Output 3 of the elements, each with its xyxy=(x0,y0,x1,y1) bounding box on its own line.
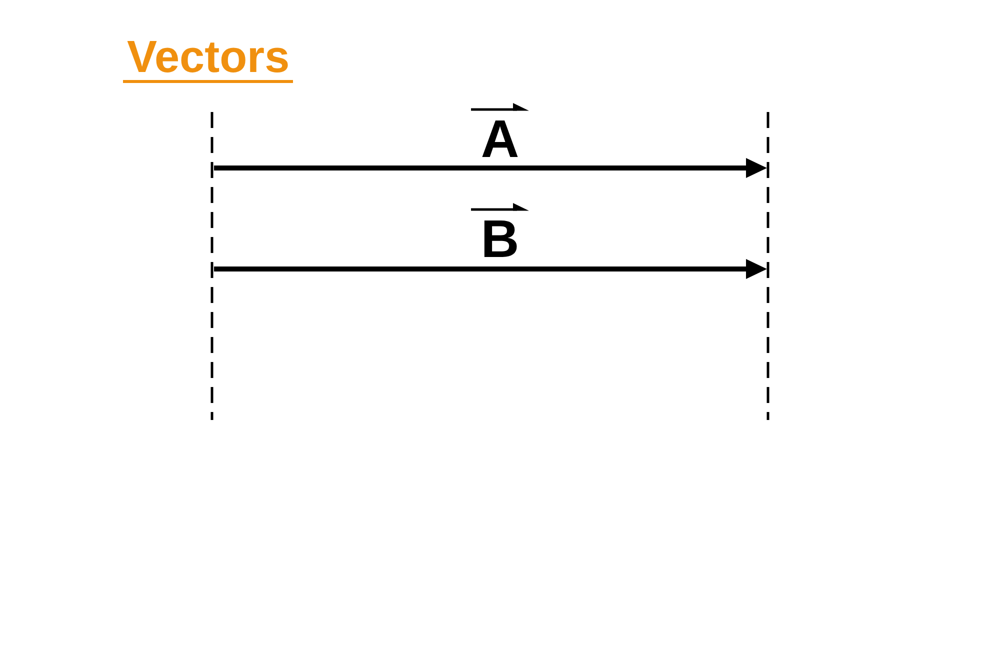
vector-label: B xyxy=(480,217,520,262)
title: Vectors xyxy=(123,34,293,83)
vector-label: A xyxy=(480,117,520,162)
